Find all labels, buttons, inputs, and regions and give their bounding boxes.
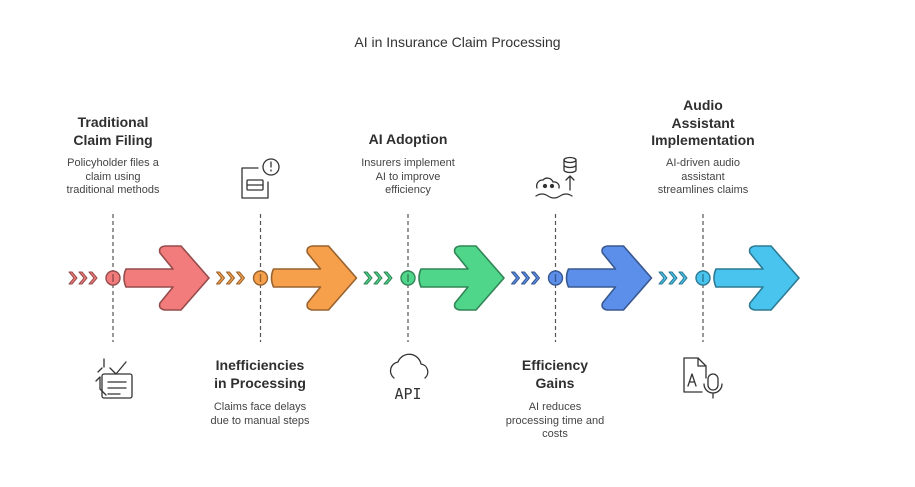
stage-5-title-line-3: Implementation xyxy=(651,132,755,148)
stage-2-desc-line-2: due to manual steps xyxy=(210,414,310,427)
chevron-icon xyxy=(658,271,668,285)
stage-2-title: Inefficiencies in Processing xyxy=(185,357,335,392)
stage-1-title-line-2: Claim Filing xyxy=(73,131,153,148)
chevron-icon xyxy=(383,271,393,285)
stage-2-title-line-1: Inefficiencies xyxy=(215,357,305,373)
stage-4-description: AI reduces processing time and costs xyxy=(490,401,620,442)
stage-1-arrow xyxy=(123,245,210,311)
cost-growth-icon xyxy=(535,156,577,199)
stage-4-graphic xyxy=(511,156,653,342)
stage-1-description: Policyholder files a claim using traditi… xyxy=(48,157,178,198)
chevron-icon xyxy=(236,271,245,285)
stage-4-desc-line-1: AI reduces xyxy=(528,401,582,413)
stage-3-description: Insurers implement AI to improve efficie… xyxy=(343,157,473,198)
api-label: API xyxy=(394,385,421,403)
audio-file-icon xyxy=(683,357,723,399)
stage-2-arrow xyxy=(270,245,358,311)
stage-2-description: Claims face delays due to manual steps xyxy=(195,401,325,428)
chevron-icon xyxy=(216,271,225,285)
chevron-icon xyxy=(226,271,235,285)
diagram-title: AI in Insurance Claim Processing xyxy=(354,34,561,50)
chevron-icon xyxy=(668,271,678,285)
chevron-icon xyxy=(78,271,88,285)
stage-2-title-line-2: in Processing xyxy=(214,374,306,391)
document-alert-icon xyxy=(241,158,280,199)
chevron-icon xyxy=(68,271,78,285)
chevron-icon xyxy=(521,271,530,285)
stage-3-graphic: API xyxy=(363,214,505,403)
stage-1-desc-line-3: traditional methods xyxy=(66,184,160,196)
chevron-icon xyxy=(511,271,520,285)
stage-1-graphic xyxy=(68,214,210,399)
stage-5-title-line-2: Assistant xyxy=(671,114,735,131)
stage-4-desc-line-3: costs xyxy=(542,428,568,440)
stage-2-graphic xyxy=(216,158,358,342)
stage-5-title-line-1: Audio xyxy=(683,97,723,113)
stage-4-arrow xyxy=(565,245,653,311)
stage-5-desc-line-3: streamlines claims xyxy=(657,184,749,196)
stage-5-graphic xyxy=(658,214,800,399)
stage-4-title-line-1: Efficiency xyxy=(521,357,589,373)
stage-1-desc-line-1: Policyholder files a xyxy=(67,157,159,169)
stage-3-desc-line-1: Insurers implement xyxy=(361,157,455,169)
stage-1-title: Traditional Claim Filing xyxy=(38,114,188,149)
stage-5-desc-line-2: assistant xyxy=(681,170,725,183)
stage-4-title: Efficiency Gains xyxy=(480,357,630,392)
stage-4-desc-line-2: processing time and xyxy=(505,414,605,427)
chevron-icon xyxy=(678,271,688,285)
cloud-api-icon: API xyxy=(389,353,429,403)
stage-4-title-line-2: Gains xyxy=(535,374,575,391)
stage-5-description: AI-driven audio assistant streamlines cl… xyxy=(638,157,768,198)
stage-1-desc-line-2: claim using xyxy=(85,170,141,183)
checklist-hand-icon xyxy=(95,358,133,399)
stage-3-arrow xyxy=(418,245,505,311)
stage-5-desc-line-1: AI-driven audio xyxy=(666,157,740,169)
chevron-icon xyxy=(363,271,373,285)
chevron-icon xyxy=(531,271,540,285)
stage-5-arrow xyxy=(713,245,800,311)
chevron-icon xyxy=(88,271,98,285)
chevron-icon xyxy=(373,271,383,285)
stage-1-title-line-1: Traditional xyxy=(77,114,149,130)
stage-3-title: AI Adoption xyxy=(333,131,483,149)
stage-3-desc-line-3: efficiency xyxy=(385,184,431,196)
stage-3-title-line-1: AI Adoption xyxy=(368,131,448,147)
stage-5-title: Audio Assistant Implementation xyxy=(628,97,778,150)
stage-2-desc-line-1: Claims face delays xyxy=(213,401,307,413)
stage-3-desc-line-2: AI to improve xyxy=(375,170,441,183)
